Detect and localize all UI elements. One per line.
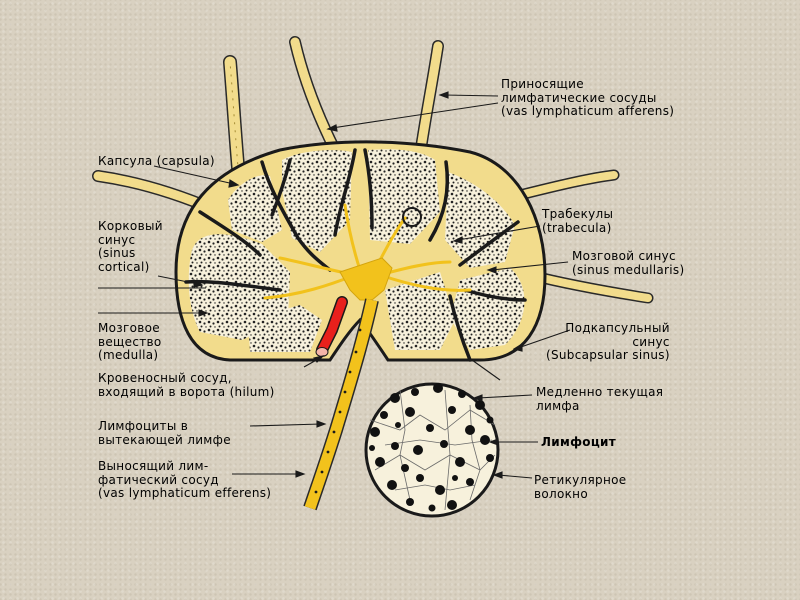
label-line: (vas lymphaticum afferens) bbox=[501, 104, 675, 118]
label-lymphocyte: Лимфоцит bbox=[541, 435, 616, 450]
label-line: (vas lymphaticum efferens) bbox=[98, 486, 272, 500]
efferent-vessel bbox=[303, 298, 379, 511]
lymphocyte-cell bbox=[426, 424, 434, 432]
lymphocyte-cell bbox=[369, 445, 375, 451]
label-line: лимфа bbox=[536, 398, 580, 413]
lymphocyte-cell bbox=[486, 454, 494, 462]
label-line: (sinus bbox=[98, 246, 136, 260]
label-line: синус bbox=[98, 232, 136, 247]
lymphocyte-cell bbox=[455, 457, 465, 467]
lymphocyte-cell bbox=[465, 425, 475, 435]
magnified-inset bbox=[364, 382, 500, 518]
label-line: Кровеносный сосуд, bbox=[98, 371, 232, 385]
lymphocytes-in-efferent-lymph bbox=[314, 328, 362, 494]
label-line: волокно bbox=[534, 486, 588, 501]
label-line: Медленно текущая bbox=[536, 385, 664, 399]
label-line: Лимфоциты в bbox=[98, 419, 189, 433]
label-line: лимфатические сосуды bbox=[501, 90, 657, 105]
lymphocyte-cell bbox=[416, 474, 424, 482]
label-capsule: Капсула (capsula) bbox=[98, 154, 215, 169]
lymphocyte-cell bbox=[411, 388, 419, 396]
lymphocyte-cell bbox=[448, 406, 456, 414]
lymphocyte-cell bbox=[370, 427, 380, 437]
lymphocyte-cell bbox=[466, 478, 474, 486]
label-line: (trabecula) bbox=[542, 220, 612, 235]
lymphocyte-cell bbox=[375, 457, 385, 467]
lymphocyte-cell bbox=[435, 485, 445, 495]
label-line: Корковый bbox=[98, 219, 163, 233]
lymphocyte-cell bbox=[440, 440, 448, 448]
lymphocyte-cell bbox=[433, 383, 443, 393]
label-trabeculae: Трабекулы(trabecula) bbox=[542, 207, 614, 235]
label-line: Подкапсульный bbox=[565, 321, 670, 335]
cortex-lobules bbox=[188, 149, 525, 352]
lymphocyte-cell bbox=[458, 390, 466, 398]
lymphocyte-cell bbox=[452, 475, 458, 481]
label-line: фатический сосуд bbox=[98, 472, 219, 487]
label-line: Мозговое bbox=[98, 321, 160, 335]
label-line: Мозговой синус bbox=[572, 249, 676, 263]
lymphocyte-cell bbox=[390, 393, 400, 403]
hilum bbox=[339, 257, 393, 301]
lymphocyte-cell bbox=[486, 416, 494, 424]
label-line: синус bbox=[632, 334, 670, 349]
label-line: входящий в ворота (hilum) bbox=[98, 384, 275, 399]
lymphocyte-cell bbox=[406, 498, 414, 506]
lymphocyte-cell bbox=[395, 422, 401, 428]
label-line: Выносящий лим- bbox=[98, 459, 209, 473]
label-line: вещество bbox=[98, 334, 162, 349]
label-line: Ретикулярное bbox=[534, 473, 627, 487]
lymphocyte-cell bbox=[428, 504, 436, 512]
label-line: Капсула (capsula) bbox=[98, 154, 215, 168]
lymphocyte-cell bbox=[380, 411, 388, 419]
label-efferent-vessel: Выносящий лим-фатический сосуд(vas lymph… bbox=[98, 459, 272, 501]
label-line: cortical) bbox=[98, 259, 150, 274]
leader-lines bbox=[98, 91, 571, 479]
label-line: Приносящие bbox=[501, 77, 584, 91]
label-line: Трабекулы bbox=[542, 207, 614, 221]
lymphocyte-cell bbox=[447, 500, 457, 510]
lymphocyte-cell bbox=[391, 442, 399, 450]
lymphocyte-cell bbox=[475, 400, 485, 410]
label-line: вытекающей лимфе bbox=[98, 432, 231, 447]
label-line: (sinus medullaris) bbox=[572, 262, 685, 277]
label-blood-vessel: Кровеносный сосуд,входящий в ворота (hil… bbox=[98, 371, 275, 399]
label-line: (Subcapsular sinus) bbox=[546, 348, 670, 362]
follicle-marker bbox=[402, 207, 422, 227]
lymphocytes bbox=[369, 383, 494, 512]
label-line: (medulla) bbox=[98, 348, 159, 362]
lymphocyte-cell bbox=[405, 407, 415, 417]
lymphocyte-cell bbox=[401, 464, 409, 472]
label-medullary-sinus: Мозговой синус(sinus medullaris) bbox=[572, 249, 685, 277]
lymphocyte-cell bbox=[413, 445, 423, 455]
lymphocyte-cell bbox=[387, 480, 397, 490]
lymphocyte-cell bbox=[480, 435, 490, 445]
label-line: Лимфоцит bbox=[541, 435, 616, 449]
